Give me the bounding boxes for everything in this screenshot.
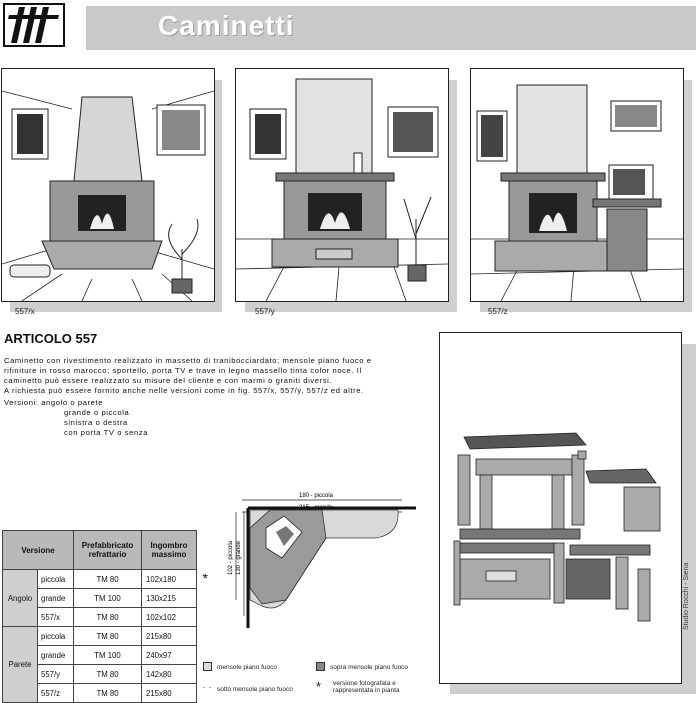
cell-size: 130x215 bbox=[141, 588, 197, 608]
illustration-557z bbox=[470, 68, 684, 302]
cell-size: 102x180 * bbox=[141, 569, 208, 589]
legend-sopra: sopra mensole piano fuoco bbox=[330, 664, 409, 671]
exploded-view bbox=[439, 332, 682, 684]
cell-prefab: TM 80 bbox=[73, 626, 142, 646]
cell-prefab: TM 100 bbox=[73, 588, 142, 608]
cell-size: 142x80 bbox=[141, 664, 197, 684]
illustration-557x bbox=[1, 68, 215, 302]
legend-swatch-sopra bbox=[316, 662, 325, 671]
cell-version: 557/x bbox=[37, 607, 74, 627]
legend-sotto: sotto mensole piano fuoco bbox=[217, 686, 293, 693]
size-value: 102x180 bbox=[146, 574, 176, 584]
version-item: con porta TV o senza bbox=[64, 428, 149, 437]
cell-version: 557/y bbox=[37, 664, 74, 684]
dim-top-1: 180 - piccola bbox=[299, 493, 334, 499]
table-row: Angolo piccola TM 80 102x180 * bbox=[2, 569, 208, 627]
version-item: sinistra o destra bbox=[64, 418, 128, 427]
legend-star: * bbox=[316, 679, 322, 694]
header-prefab: Prefabbricato refrattario bbox=[73, 530, 142, 570]
version-item: grande o piccola bbox=[64, 408, 130, 417]
group-angolo: Angolo bbox=[2, 569, 38, 627]
cell-prefab: TM 80 bbox=[73, 569, 142, 589]
table-row: grande TM 100 130x215 bbox=[3, 588, 197, 608]
cell-version: piccola bbox=[37, 569, 74, 589]
versions-list: Versioni: angolo o parete grande o picco… bbox=[4, 398, 148, 438]
table-row: grande TM 100 240x97 bbox=[3, 645, 197, 665]
legend-swatch-mensole bbox=[203, 662, 212, 671]
illustration-557y bbox=[235, 68, 449, 302]
cell-version: piccola bbox=[37, 626, 74, 646]
table-header-row: Versione Prefabbricato refrattario Ingom… bbox=[2, 530, 197, 570]
caption-557x: 557/x bbox=[15, 307, 35, 316]
header-version: Versione bbox=[2, 530, 74, 570]
cell-version: grande bbox=[37, 645, 74, 665]
header-size: Ingombro massimo bbox=[141, 530, 197, 570]
article-heading: ARTICOLO 557 bbox=[4, 331, 98, 346]
credit: Studio Rocchi - Siena bbox=[683, 562, 690, 630]
page-title: Caminetti bbox=[158, 10, 295, 41]
cell-prefab: TM 80 bbox=[73, 664, 142, 684]
cell-size: 102x102 bbox=[141, 607, 197, 627]
floor-plan: 180 - piccola 215 - grande 102 - piccola… bbox=[226, 488, 418, 638]
article-line: Caminetto con rivestimento realizzato in… bbox=[4, 356, 372, 365]
article-body: Caminetto con rivestimento realizzato in… bbox=[4, 356, 424, 396]
table-row: Parete piccola TM 80 215x80 bbox=[2, 626, 197, 703]
article-line: rifiniture in rosso marocco; sportello, … bbox=[4, 366, 362, 375]
group-parete: Parete bbox=[2, 626, 38, 703]
cell-prefab: TM 80 bbox=[73, 607, 142, 627]
legend-dash-icon: - - bbox=[203, 684, 213, 691]
dim-side-2: 130 - grande bbox=[236, 540, 242, 575]
table-row: 557/x TM 80 102x102 bbox=[3, 607, 197, 627]
logo-mark bbox=[8, 7, 59, 43]
article-line: A richiesta può essere fornito anche nel… bbox=[4, 386, 364, 395]
logo bbox=[3, 3, 65, 47]
article-line: caminetto può essere realizzato su misur… bbox=[4, 376, 333, 385]
caption-557y: 557/y bbox=[255, 307, 275, 316]
title-bar bbox=[86, 6, 696, 50]
legend-mensole: mensole piano fuoco bbox=[217, 664, 277, 671]
table-row: 557/y TM 80 142x80 bbox=[3, 664, 197, 684]
cell-prefab: TM 100 bbox=[73, 645, 142, 665]
cell-version: grande bbox=[37, 588, 74, 608]
cell-size: 240x97 bbox=[141, 645, 197, 665]
caption-557z: 557/z bbox=[488, 307, 508, 316]
legend-versione: versione fotografata e rappresentata in … bbox=[333, 680, 400, 694]
dim-side-1: 102 - piccola bbox=[228, 540, 234, 575]
star-marker: * bbox=[202, 570, 208, 586]
spec-table: Versione Prefabbricato refrattario Ingom… bbox=[2, 530, 208, 703]
cell-size: 215x80 bbox=[141, 626, 197, 646]
versions-label: Versioni: angolo o parete bbox=[4, 398, 104, 407]
